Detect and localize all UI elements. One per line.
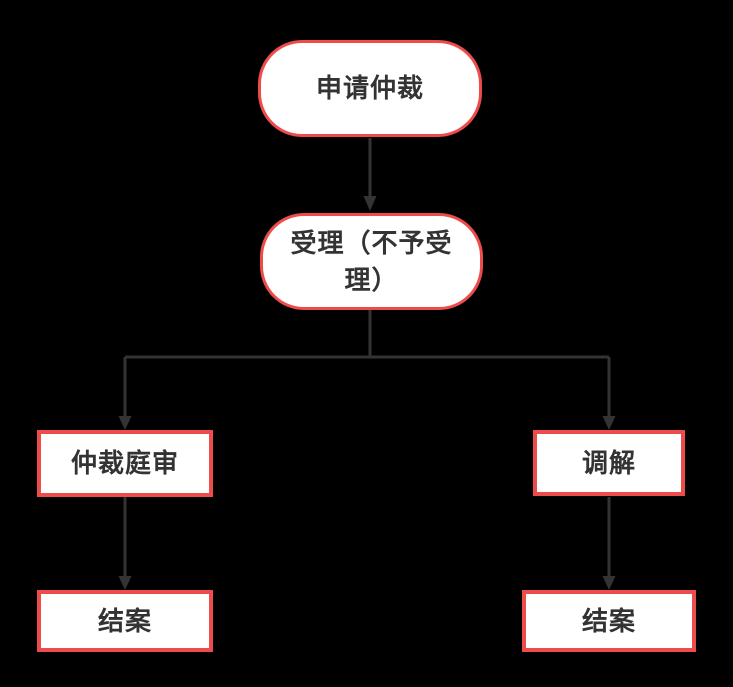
arrowhead-down-icon bbox=[363, 196, 377, 211]
node-acceptance: 受理（不予受理） bbox=[260, 213, 483, 310]
node-case-closed-left: 结案 bbox=[37, 590, 213, 652]
arrowhead-down-icon bbox=[602, 576, 616, 590]
node-case-closed-left-label: 结案 bbox=[97, 605, 152, 636]
node-apply-arbitration-label: 申请仲裁 bbox=[315, 73, 424, 104]
arrowhead-down-icon bbox=[602, 416, 616, 430]
node-mediation: 调解 bbox=[533, 430, 685, 496]
arrowhead-down-icon bbox=[118, 416, 132, 430]
arrowhead-down-icon bbox=[118, 576, 132, 590]
node-mediation-label: 调解 bbox=[581, 447, 636, 478]
node-case-closed-right-label: 结案 bbox=[581, 605, 636, 636]
node-apply-arbitration: 申请仲裁 bbox=[258, 40, 482, 137]
node-arbitration-hearing-label: 仲裁庭审 bbox=[70, 448, 179, 479]
node-arbitration-hearing: 仲裁庭审 bbox=[37, 430, 213, 497]
node-case-closed-right: 结案 bbox=[522, 590, 696, 652]
node-acceptance-label: 受理（不予受理） bbox=[290, 228, 453, 295]
connector-accept-branch bbox=[123, 310, 611, 417]
